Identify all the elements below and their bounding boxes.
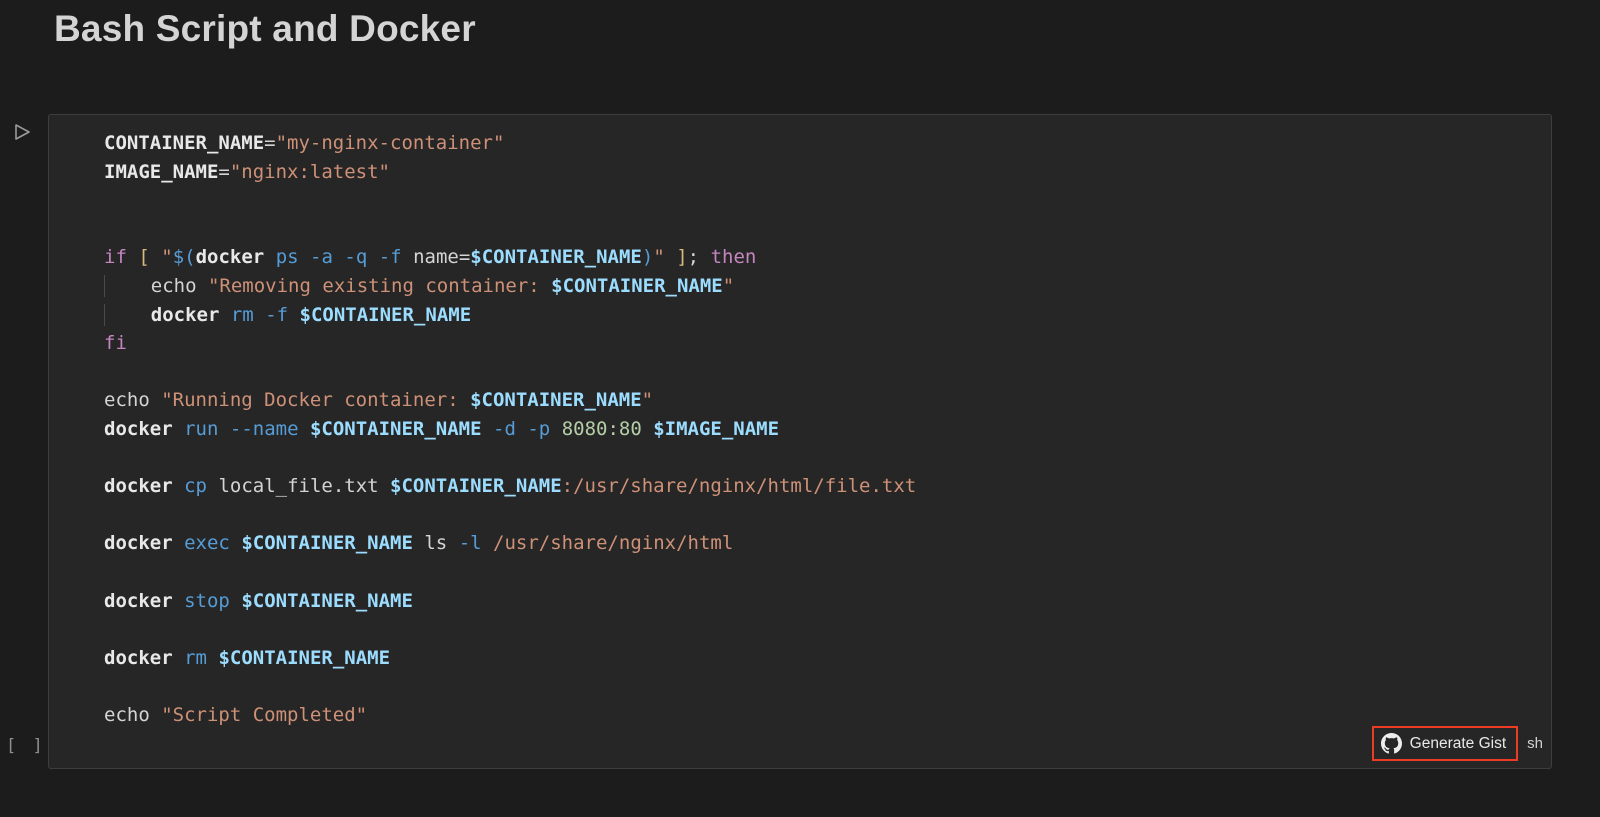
code-line: docker cp local_file.txt $CONTAINER_NAME… <box>104 475 917 498</box>
code-line: IMAGE_NAME="nginx:latest" <box>104 160 390 183</box>
play-triangle-icon <box>15 124 30 140</box>
code-line <box>104 186 1541 215</box>
run-button[interactable] <box>12 122 32 142</box>
code-line <box>104 501 1541 530</box>
code-line <box>104 615 1541 644</box>
generate-gist-button[interactable]: Generate Gist <box>1380 731 1507 756</box>
code-line: docker stop $CONTAINER_NAME <box>104 589 413 612</box>
code-line <box>104 358 1541 387</box>
code-block: CONTAINER_NAME="my-nginx-container" IMAGE… <box>49 115 1551 729</box>
code-line: docker exec $CONTAINER_NAME ls -l /usr/s… <box>104 532 734 555</box>
code-line <box>104 444 1541 473</box>
annotation-highlight: Generate Gist <box>1371 726 1519 761</box>
language-label: sh <box>1527 735 1543 752</box>
code-line <box>104 558 1541 587</box>
code-line: docker run --name $CONTAINER_NAME -d -p … <box>104 417 780 440</box>
code-line: echo "Running Docker container: $CONTAIN… <box>104 389 654 412</box>
code-line: CONTAINER_NAME="my-nginx-container" <box>104 132 505 154</box>
code-line <box>104 672 1541 701</box>
code-line: echo "Removing existing container: $CONT… <box>104 272 1541 301</box>
code-line: docker rm -f $CONTAINER_NAME <box>104 301 1541 330</box>
code-line: fi <box>104 332 127 355</box>
code-line <box>104 215 1541 244</box>
generate-gist-label: Generate Gist <box>1409 734 1507 752</box>
selection-brackets-button[interactable]: [ ] <box>6 736 46 756</box>
page-title: Bash Script and Docker <box>54 8 476 49</box>
code-line: docker rm $CONTAINER_NAME <box>104 646 391 669</box>
github-icon <box>1380 733 1402 754</box>
code-footer: Generate Gist sh <box>1371 726 1543 761</box>
code-line: if [ "$(docker ps -a -q -f name=$CONTAIN… <box>104 246 757 269</box>
code-line: echo "Script Completed" <box>104 703 368 726</box>
code-panel[interactable]: CONTAINER_NAME="my-nginx-container" IMAGE… <box>48 114 1552 769</box>
